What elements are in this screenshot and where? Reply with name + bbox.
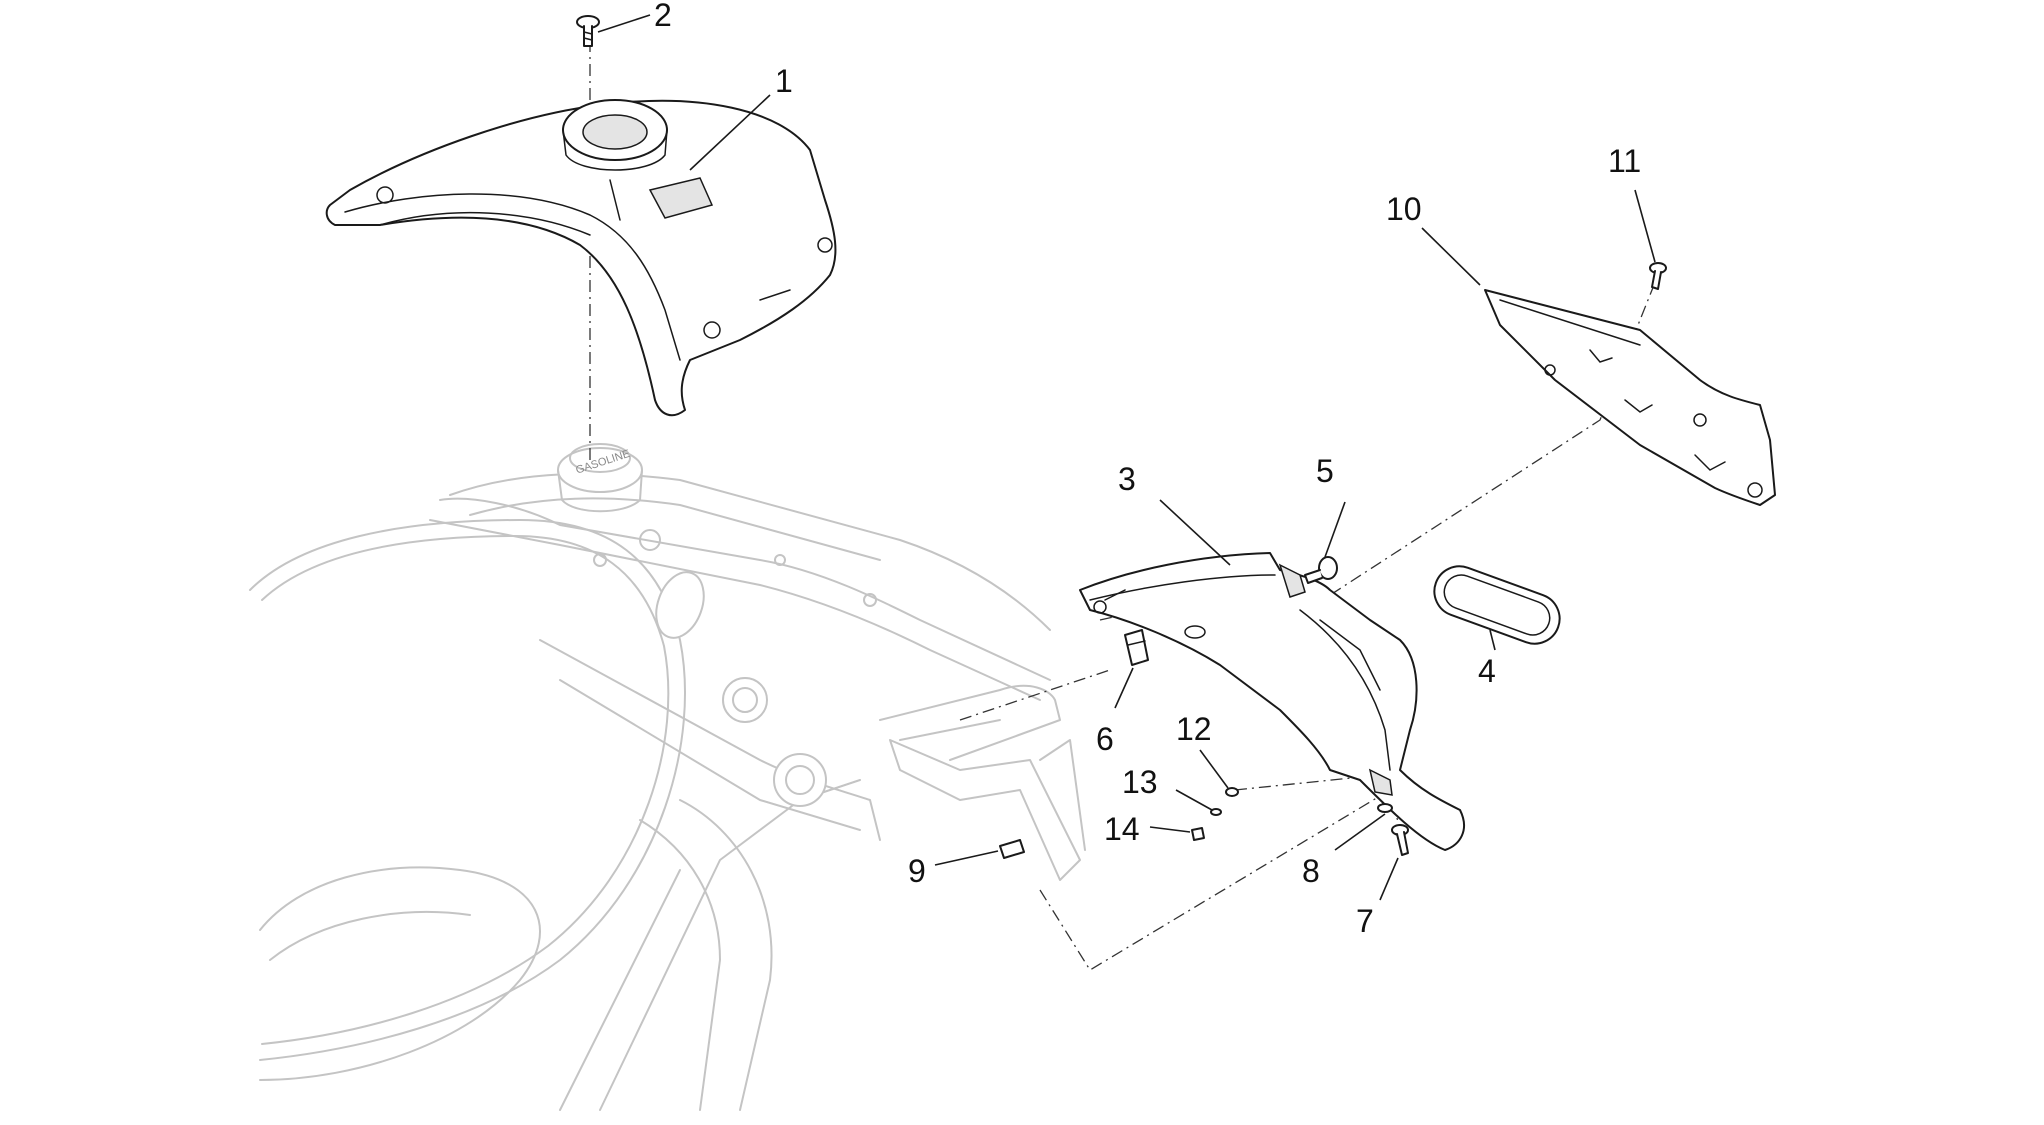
callout-7: 7 [1356,903,1374,939]
part-7-screw [1391,824,1409,856]
part-10-plate-holder [1484,289,1776,506]
scooter-frame-ghost: GASOLINE [249,443,1086,1111]
part-11-screw [1649,262,1667,290]
leader-lines [597,14,1656,901]
part-4-reflector [1433,565,1561,645]
callout-2: 2 [654,0,672,33]
callout-11: 11 [1608,143,1641,179]
part-2-screw [576,15,600,47]
part-1-tank-cover [325,99,837,417]
callout-4: 4 [1478,653,1496,689]
part-8-washer [1377,803,1393,813]
part-14-fastener [1191,827,1205,841]
callout-1: 1 [775,63,793,99]
callout-14: 14 [1104,811,1140,847]
callout-10: 10 [1386,191,1422,227]
part-3-rear-cover [1079,552,1465,851]
callout-3: 3 [1118,461,1136,497]
callout-6: 6 [1096,721,1114,757]
callout-8: 8 [1302,853,1320,889]
callout-13: 13 [1122,764,1158,800]
callout-labels: 1 2 3 4 5 6 7 8 9 10 11 12 13 14 [654,0,1641,939]
part-13-fastener [1210,808,1222,816]
part-5-screw [1304,556,1338,584]
part-9-clip [999,839,1025,859]
callout-5: 5 [1316,453,1334,489]
callout-9: 9 [908,853,926,889]
part-6-clip [1124,629,1149,666]
callout-12: 12 [1176,711,1212,747]
fuel-cap-ghost: GASOLINE [557,443,643,513]
part-12-fastener [1225,787,1239,797]
